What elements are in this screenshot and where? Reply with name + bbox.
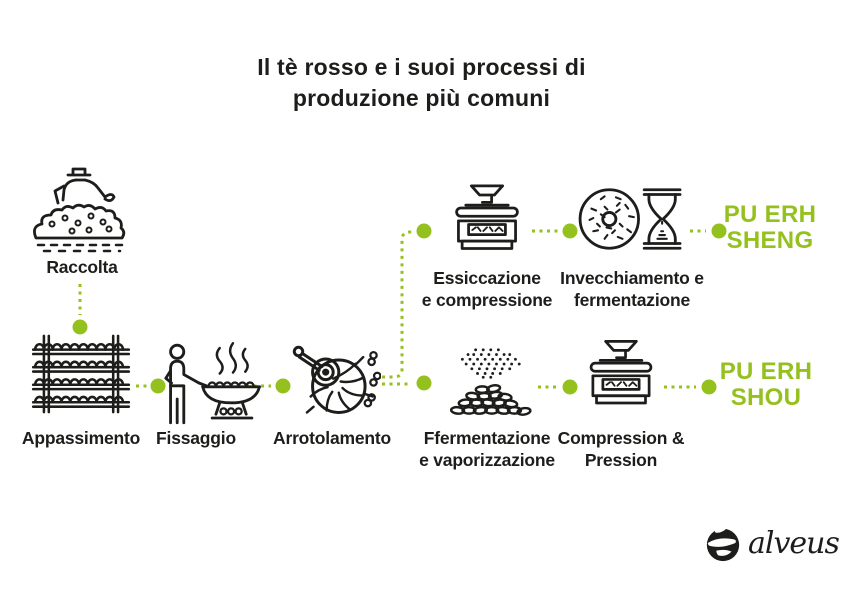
step-label-compression: Compression & Pression [546,427,696,471]
page-title-line1: Il tè rosso e i suoi processi di [257,54,586,80]
result-shou-line1: PU ERH [719,358,813,385]
page-title-line2: produzione più comuni [292,85,551,111]
press-machine-icon [446,184,528,254]
brand-name: alveus [748,526,840,561]
rolling-machine-icon [291,344,381,419]
result-pu-erh-shou: PU ERH SHOU [706,359,826,411]
step-label-invecchiamento: Invecchiamento e fermentazione [552,267,712,311]
step-label-ffermentazione-line2: e vaporizzazione [419,450,555,470]
step-label-compression-line2: Pression [584,450,658,470]
tea-picker-icon [32,166,132,254]
step-label-invecchiamento-line2: fermentazione [573,290,691,310]
leaf-pile [449,384,532,416]
leaf-pile-vapor-icon [437,346,537,418]
step-label-essiccazione-line1: Essiccazione [433,268,541,288]
step-label-essiccazione-line2: e compressione [421,290,553,310]
step-label-arrotolamento: Arrotolamento [273,428,391,448]
page-title: Il tè rosso e i suoi processi di produzi… [0,52,843,114]
step-label-invecchiamento-line1: Invecchiamento e [560,268,704,288]
vapor-dots [460,348,521,379]
result-pu-erh-sheng: PU ERH SHENG [710,202,830,254]
step-label-ffermentazione-line1: Ffermentazione [423,428,551,448]
step-label-raccolta: Raccolta [46,257,118,277]
alveus-leaf-logo-icon [706,524,740,562]
connector-branch-up [382,230,413,379]
step-label-essiccazione: Essiccazione e compressione [412,267,562,311]
step-label-compression-line1: Compression & [557,428,685,448]
result-shou-line2: SHOU [730,384,802,411]
press-machine-icon [582,338,660,410]
step-label-ffermentazione: Ffermentazione e vaporizzazione [407,427,567,471]
tea-cake-hourglass-icon [576,186,686,252]
drying-rack-icon [30,334,132,414]
step-label-appassimento: Appassimento [21,428,141,448]
brand-logo: alveus [704,524,840,564]
step-label-fissaggio: Fissaggio [156,428,236,448]
result-sheng-line2: SHENG [726,227,814,254]
result-sheng-line1: PU ERH [723,201,817,228]
wok-roasting-icon [163,340,267,426]
